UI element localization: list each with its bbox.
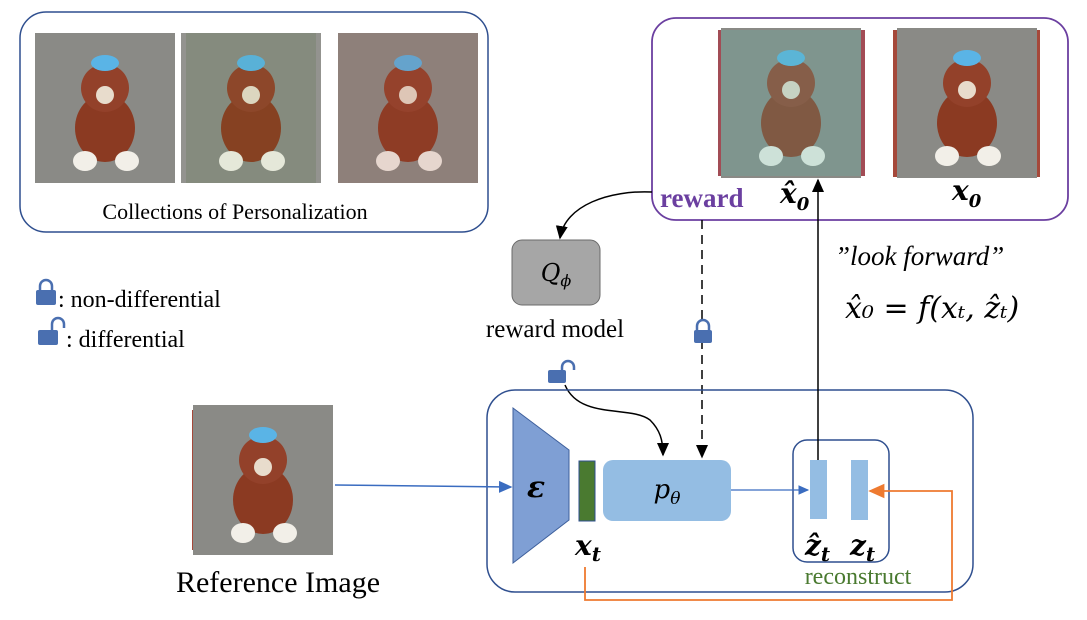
gradient-curve-arrow [564,384,669,457]
legend: : non-differential : differential [36,278,221,353]
reward-model-symbol: Qϕ [541,259,572,290]
z-block [851,460,868,520]
legend-differential: : differential [66,327,185,353]
collection-image-brick [338,33,478,183]
collection-image-road [35,33,175,183]
reward-model-node: Qϕ [511,239,601,306]
reward-to-model-arrow [555,191,653,240]
ground-truth-x0-label: x0 [951,174,982,212]
lock-icon [36,278,56,305]
denoiser-label: pθ [654,475,681,509]
zhat-label: ẑt [804,529,831,566]
ground-truth-image [893,28,1040,178]
encoder-label: ε [527,470,545,505]
latent-xt-label: xt [574,529,602,566]
reward-panel: reward x̂0 x0 [651,17,1069,221]
denoiser-block [603,460,731,521]
zhat-block [810,460,827,519]
encoder-block [512,407,570,565]
predicted-image-noisy [718,28,865,178]
reconstruct-label: reconstruct [805,564,912,590]
reference-to-encoder-arrow [334,480,513,493]
reward-label: reward [660,183,743,213]
reconstruct-arrow [584,483,953,601]
collections-panel: Collections of Personalization [19,11,489,233]
reference-image-label: Reference Image [176,566,380,599]
unlock-icon [548,359,576,383]
reference-image [192,405,333,555]
unlock-icon [38,316,66,345]
predicted-x0-label: x̂0 [779,177,810,215]
pipeline-panel: ε xt pθ ẑt zt reconstruct [486,389,974,593]
collection-image-grass [181,33,321,183]
latent-compare-box [792,439,890,563]
reward-model-label: reward model [486,316,624,343]
look-forward-formula: x̂₀ = f(xₜ, ẑₜ) [845,291,1019,326]
z-label: zt [849,529,876,566]
look-forward-label: ”look forward” [835,241,1004,271]
legend-non-differential: : non-differential [58,287,221,313]
latent-xt-block [578,460,596,522]
lock-icon [694,318,712,343]
collections-caption: Collections of Personalization [102,199,367,224]
